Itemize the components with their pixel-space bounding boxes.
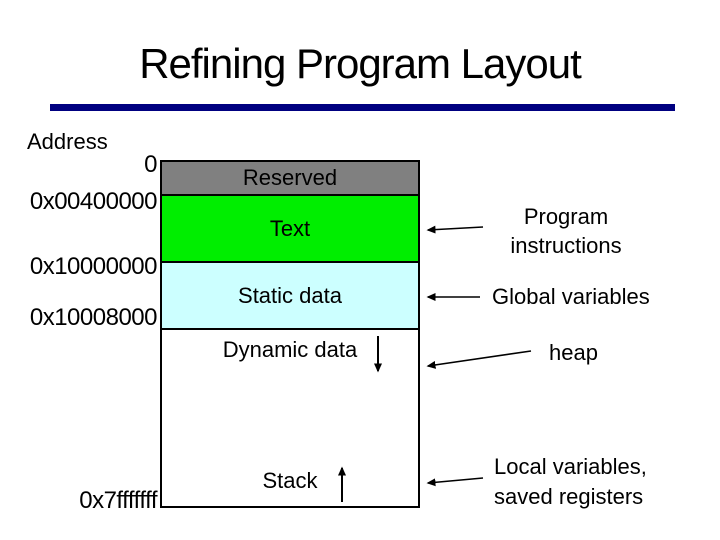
region-static-data-label: Static data	[238, 282, 342, 308]
region-reserved-label: Reserved	[242, 165, 338, 190]
address-text-start: 0x00400000	[29, 188, 158, 215]
slide-title: Refining Program Layout	[139, 40, 582, 87]
local-variables-arrow	[426, 477, 484, 487]
annotation-global-variables: Global variables	[492, 284, 650, 309]
annotation-program-line1: Program	[523, 204, 609, 229]
region-dynamic-data-label: Dynamic data	[222, 337, 358, 362]
annotation-heap: heap	[549, 340, 598, 365]
annotation-program-line2: instructions	[510, 233, 622, 258]
address-zero: 0	[144, 151, 157, 178]
region-dynamic-and-stack: Dynamic data Stack	[162, 330, 418, 506]
address-heading: Address	[27, 129, 108, 154]
title-rule	[50, 104, 675, 111]
region-text: Text	[162, 196, 418, 263]
region-text-label: Text	[269, 215, 311, 241]
region-static-data: Static data	[162, 263, 418, 330]
annotation-local-line1: Local variables,	[494, 454, 647, 479]
memory-box: Reserved Text Static data Dynamic data S…	[160, 160, 420, 508]
region-stack-label: Stack	[262, 468, 318, 493]
annotation-local-variables: Local variables, saved registers	[494, 452, 647, 512]
annotation-local-line2: saved registers	[494, 484, 644, 509]
address-dynamic-start: 0x10008000	[29, 304, 158, 331]
address-stack-top: 0x7fffffff	[79, 487, 157, 514]
region-reserved: Reserved	[162, 162, 418, 196]
heap-arrow	[426, 350, 532, 369]
program-instructions-arrow	[426, 225, 484, 234]
address-static-start: 0x10000000	[29, 253, 158, 280]
annotation-program-instructions: Program instructions	[488, 202, 644, 260]
